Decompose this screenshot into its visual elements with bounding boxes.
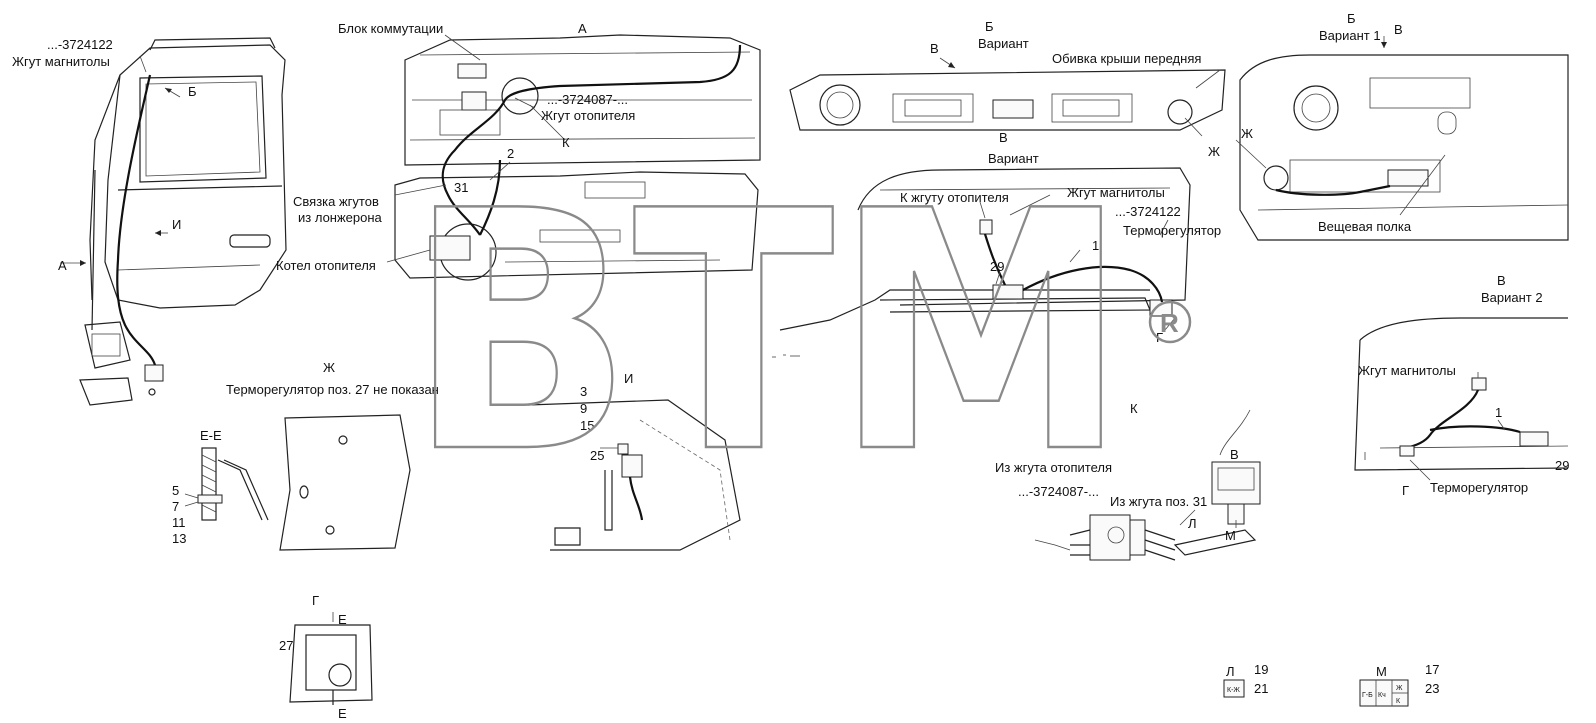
callout-3: 3 <box>580 384 587 399</box>
view-i-title: И <box>624 371 633 386</box>
thermoregulator-label: Терморегулятор <box>1123 223 1221 238</box>
view-v-variant-2: В Вариант 2 Жгут магнитолы 1 29 Г Термор… <box>1354 273 1569 498</box>
callout-15: 15 <box>580 418 594 433</box>
m-label: М <box>1225 528 1236 543</box>
view-zh-title: Ж <box>323 360 335 375</box>
v-arrow-label: В <box>930 41 939 56</box>
heater-boiler-label: Котел отопителя <box>276 258 376 273</box>
callout-23: 23 <box>1425 681 1439 696</box>
view-l-title: Л <box>1226 664 1235 679</box>
conn-m-zh: Ж <box>1396 685 1403 692</box>
variant-v-label: Вариант <box>988 151 1039 166</box>
ref-a-arrow-label: А <box>58 258 67 273</box>
view-m: Г-Б Кч Ж К М 17 23 <box>1359 662 1439 707</box>
part-3724122-v-label: ...-3724122 <box>1115 204 1181 219</box>
ref-i-label: И <box>172 217 181 232</box>
view-k-title: К <box>1130 401 1138 416</box>
g-label: Г <box>1156 330 1163 345</box>
part-3724087-k-label: ...-3724087-... <box>1018 484 1099 499</box>
view-b-variant-1: Б Вариант 1 В Ж Вещевая полка <box>1235 11 1569 241</box>
l-label: Л <box>1188 516 1197 531</box>
v-label-k: В <box>1230 447 1239 462</box>
zh-label: Ж <box>1208 144 1220 159</box>
callout-25: 25 <box>590 448 604 463</box>
radio-harness-v-label: Жгут магнитолы <box>1067 185 1165 200</box>
callout-17: 17 <box>1425 662 1439 677</box>
view-g-title: Г <box>312 593 319 608</box>
view-l: К-Ж Л 19 21 <box>1223 662 1268 698</box>
callout-13: 13 <box>172 531 186 546</box>
callout-1: 1 <box>1092 238 1099 253</box>
callout-31: 31 <box>454 180 468 195</box>
callout-21: 21 <box>1254 681 1268 696</box>
from-heater-harness-label: Из жгута отопителя <box>995 460 1112 475</box>
registered-mark: R <box>1160 308 1179 338</box>
ref-k-label: К <box>562 135 570 150</box>
view-m-title: М <box>1376 664 1387 679</box>
conn-m-g6: Г-Б <box>1362 692 1373 699</box>
callout-29: 29 <box>990 259 1004 274</box>
thermoregulator-v2-label: Терморегулятор <box>1430 480 1528 495</box>
part-3724122-label: ...-3724122 <box>47 37 113 52</box>
conn-l-text: К-Ж <box>1227 687 1240 694</box>
from-harness-31-label: Из жгута поз. 31 <box>1110 494 1207 509</box>
radio-harness-label: Жгут магнитолы <box>12 54 110 69</box>
view-zh: Ж Терморегулятор поз. 27 не показан <box>226 360 439 551</box>
view-b-variant: Б Вариант В Обивка крыши передняя Ж <box>789 19 1226 159</box>
to-heater-harness-label: К жгуту отопителя <box>900 190 1009 205</box>
e-label-top: Е <box>338 612 347 627</box>
switch-block-label: Блок коммутации <box>338 21 443 36</box>
view-v2-title: В <box>1497 273 1506 288</box>
callout-2: 2 <box>507 146 514 161</box>
view-i: И 3 9 15 25 <box>527 371 741 551</box>
view-a: А Блок коммутации ...-3724087-... Жгут о… <box>276 21 761 281</box>
view-b-title: Б <box>985 19 994 34</box>
callout-11: 11 <box>172 515 186 530</box>
view-v-variant: В Вариант К жгуту отопителя Жгут магнито… <box>779 130 1221 345</box>
v-arrow-b1-label: В <box>1394 22 1403 37</box>
btm-watermark: BTM R <box>407 140 1192 526</box>
zh-b1-label: Ж <box>1241 126 1253 141</box>
roof-trim-label: Обивка крыши передняя <box>1052 51 1201 66</box>
view-v-title: В <box>999 130 1008 145</box>
callout-5: 5 <box>172 483 179 498</box>
view-a-title: А <box>578 21 587 36</box>
registered-mark-circle <box>1148 300 1192 344</box>
thermo-not-shown-label: Терморегулятор поз. 27 не показан <box>226 382 439 397</box>
conn-m-kch: Кч <box>1378 692 1386 699</box>
callout-1-v2: 1 <box>1495 405 1502 420</box>
section-ee: Е-Е 5 7 11 13 <box>172 428 269 546</box>
radio-harness-v2-label: Жгут магнитолы <box>1358 363 1456 378</box>
shelf-label: Вещевая полка <box>1318 219 1412 234</box>
view-k: К Из жгута отопителя ...-3724087-... Из … <box>995 401 1261 561</box>
callout-7: 7 <box>172 499 179 514</box>
g-label-v2: Г <box>1402 483 1409 498</box>
view-g: Г Е 27 Е <box>279 593 373 721</box>
section-ee-title: Е-Е <box>200 428 222 443</box>
variant-label: Вариант <box>978 36 1029 51</box>
variant-1-label: Вариант 1 <box>1319 28 1381 43</box>
watermark-text: BTM <box>408 141 1128 525</box>
bundle-label-2: из лонжерона <box>298 210 383 225</box>
callout-19: 19 <box>1254 662 1268 677</box>
conn-m-k: К <box>1396 698 1401 705</box>
variant-2-label: Вариант 2 <box>1481 290 1543 305</box>
e-label-bottom: Е <box>338 706 347 718</box>
stray-marks <box>772 354 800 358</box>
part-3724087-label: ...-3724087-... <box>547 92 628 107</box>
callout-27: 27 <box>279 638 293 653</box>
cab-side-view: ...-3724122 Жгут магнитолы Б А И <box>12 37 287 406</box>
callout-29-v2: 29 <box>1555 458 1569 473</box>
heater-harness-label: Жгут отопителя <box>541 108 635 123</box>
bundle-label-1: Связка жгутов <box>293 194 379 209</box>
view-b1-title: Б <box>1347 11 1356 26</box>
callout-9: 9 <box>580 401 587 416</box>
ref-b-label: Б <box>188 84 197 99</box>
